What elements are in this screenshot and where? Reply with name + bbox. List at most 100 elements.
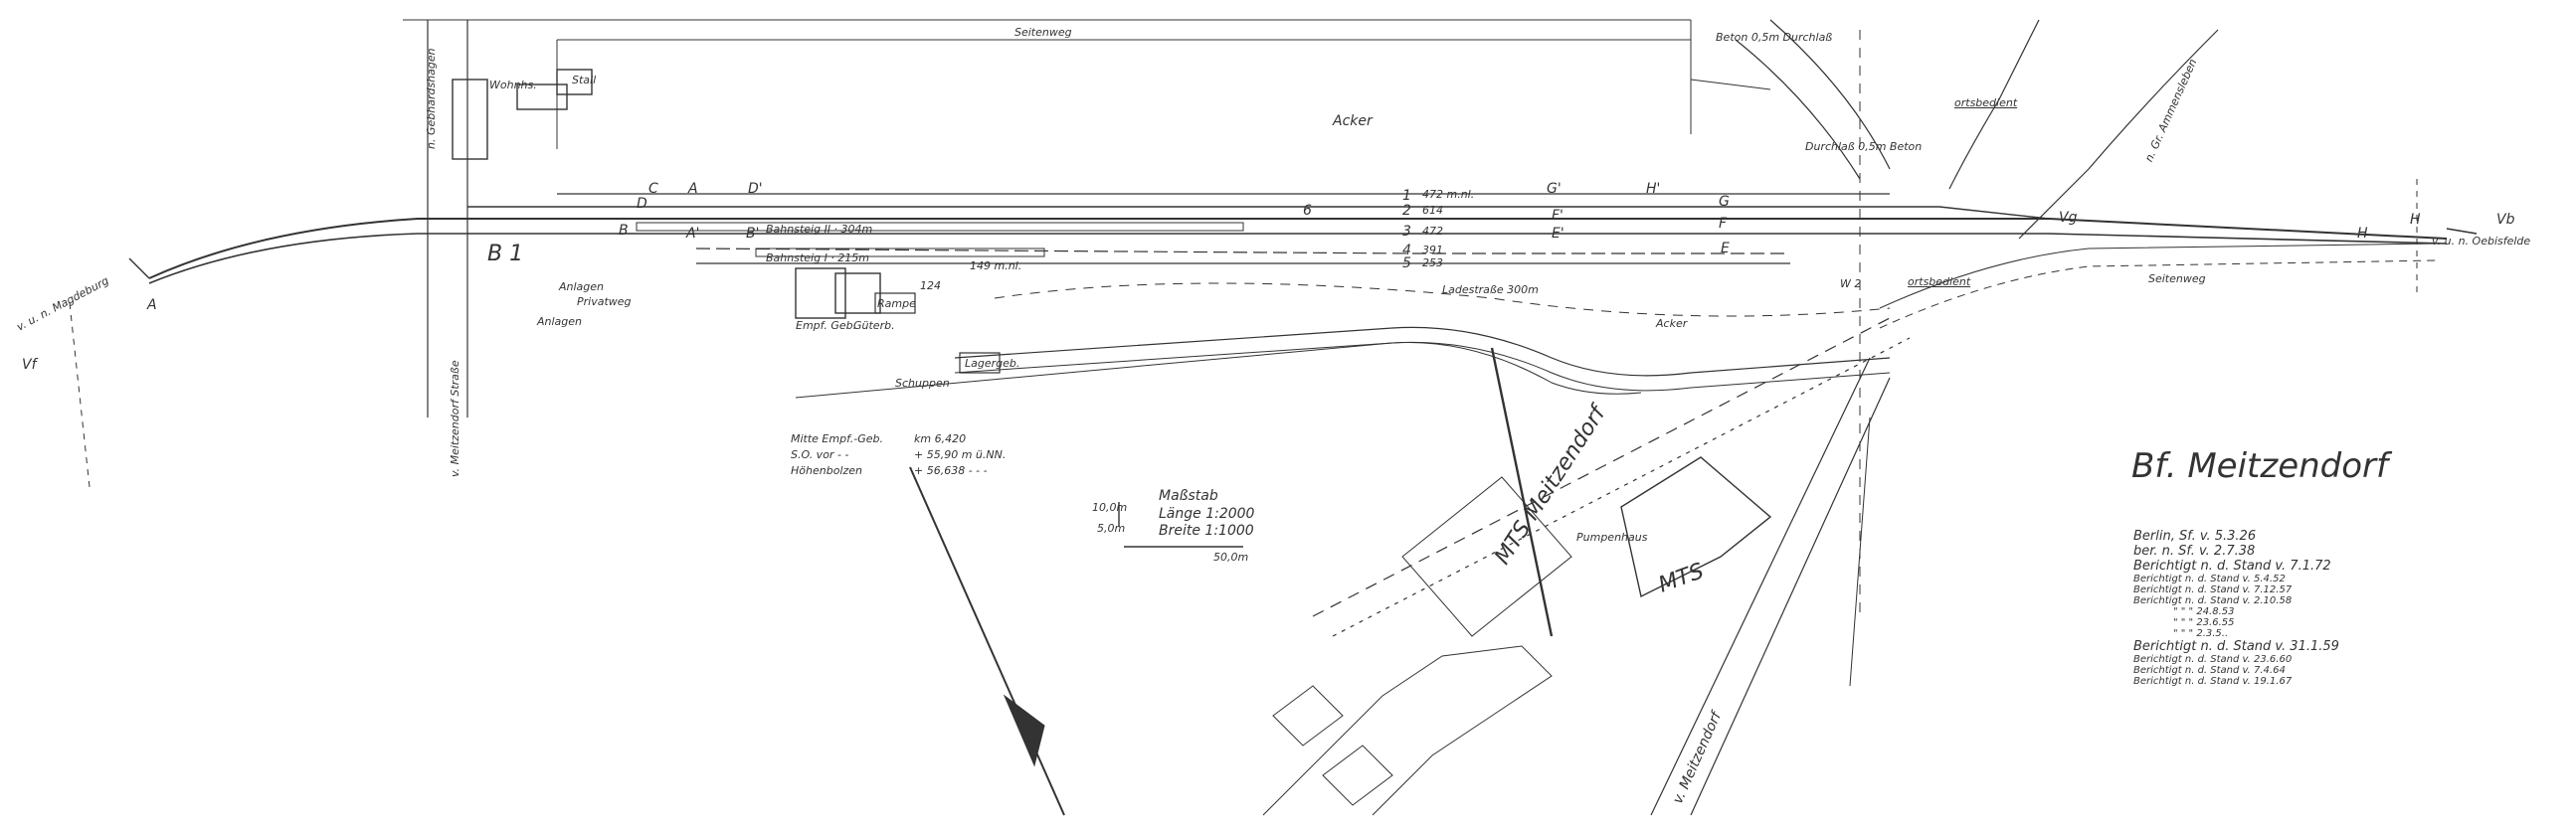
signal-a-left: A [147, 297, 157, 313]
building-wohnhaus-1 [452, 79, 488, 160]
km-row-3-value: + 56,638 - - - [914, 464, 988, 477]
mts-plot-boundary [1401, 476, 1572, 637]
track-letter-h-prime: H' [1646, 181, 1661, 197]
building-lager [959, 352, 1001, 374]
left-dashed-line [69, 302, 91, 488]
track-length-4: 391 [1422, 244, 1443, 256]
revision-stamp: Berlin, Sf. v. 5.3.26 ber. n. Sf. v. 2.7… [2133, 529, 2339, 687]
station-title: Bf. Meitzendorf [2131, 446, 2388, 486]
bahnsteig-2-label: Bahnsteig II · 304m [766, 223, 873, 236]
stamp-line-12: Berichtigt n. d. Stand v. 7.4.64 [2133, 665, 2286, 676]
scale-length: Länge 1:2000 [1159, 506, 1255, 522]
building-gueter [834, 272, 881, 314]
mts-track-2 [1332, 337, 1911, 637]
north-arrow-head [1003, 694, 1045, 767]
signal-vf-left: Vf [22, 357, 37, 373]
road-v-meitzendorf [1650, 357, 1891, 816]
ortsbedient-label-2: ortsbedient [1908, 275, 1971, 288]
anlagen-label-1: Anlagen [537, 315, 583, 328]
mts-track-1 [1312, 317, 1891, 617]
track-length-7: 124 [920, 279, 941, 292]
seitenweg-right-2 [1879, 259, 2438, 329]
km-row-2-value: + 55,90 m ü.NN. [914, 448, 1007, 461]
km-row-1: Mitte Empf.-Geb. km 6,420 [791, 432, 1006, 445]
track-letter-b: B [619, 223, 629, 239]
stamp-line-8: " " " 23.6.55 [2173, 617, 2235, 628]
track-letter-f: F [1719, 216, 1728, 232]
loading-road [954, 326, 1891, 377]
stamp-line-1: Berlin, Sf. v. 5.3.26 [2133, 529, 2257, 544]
track-letter-e: E [1721, 241, 1730, 256]
north-arrow-shaft [909, 466, 1065, 816]
beton-durchlass-top-label: Beton 0,5m Durchlaß [1716, 31, 1833, 44]
track-letter-g: G [1719, 194, 1730, 210]
track-letter-e-prime: E' [1552, 226, 1564, 242]
track-letter-d: D [637, 196, 647, 212]
km-row-2: S.O. vor - - + 55,90 m ü.NN. [791, 448, 1006, 461]
track-5 [695, 248, 1790, 254]
distant-signal-left [128, 257, 150, 279]
track-letter-a-prime: A' [686, 226, 700, 242]
track-3 [467, 206, 2050, 220]
pumpenhaus-label: Pumpenhaus [1576, 531, 1648, 544]
stamp-line-6: Berichtigt n. d. Stand v. 2.10.58 [2133, 595, 2293, 606]
stamp-line-7: " " " 24.8.53 [2173, 606, 2235, 617]
building-rampe [874, 292, 916, 314]
schuppen-label: Schuppen [895, 377, 950, 390]
fence-bottom [795, 342, 1642, 399]
signal-vb-right: Vb [2496, 212, 2515, 228]
stamp-line-2: ber. n. Sf. v. 2.7.38 [2133, 544, 2256, 559]
stamp-line-3: Berichtigt n. d. Stand v. 7.1.72 [2133, 559, 2331, 574]
platform-1 [755, 248, 1045, 257]
scale-v10: 10,0m [1092, 501, 1128, 514]
seitenweg-label-right: Seitenweg [2148, 272, 2206, 285]
road-top-left-label: n. Gebhardshagen [425, 48, 438, 149]
durchlass-beton-label: Durchlaß 0,5m Beton [1805, 140, 1923, 153]
ladestrasse-label: Ladestraße 300m [1442, 283, 1539, 296]
mts-buildings-left [1262, 645, 1553, 816]
track-length-3: 472 [1422, 225, 1443, 238]
platform-2 [636, 222, 1244, 232]
gueterschuppen-label: Güterb. [853, 319, 895, 332]
acker-label-mid: Acker [1656, 317, 1688, 330]
track-length-1: 472 m.nl. [1422, 188, 1475, 201]
km-row-1-value: km 6,420 [914, 432, 967, 445]
scale-width: Breite 1:1000 [1159, 523, 1254, 539]
signal-h-right: H [2410, 212, 2421, 228]
scale-title: Maßstab [1159, 488, 1218, 504]
track-length-2: 614 [1422, 204, 1443, 217]
track-letter-c: C [648, 181, 658, 197]
road-gr-ammensleben [1948, 19, 2219, 240]
track-length-5: 253 [1422, 256, 1443, 269]
anlagen-label-2: Anlagen [559, 280, 605, 293]
signal-vg-right: Vg [2059, 210, 2078, 226]
building-wohnhaus-2 [516, 83, 568, 110]
track-number-2: 2 [1402, 203, 1411, 219]
track-length-6: 149 m.nl. [970, 259, 1022, 272]
acker-label-top: Acker [1333, 113, 1373, 129]
loading-road-2 [954, 341, 1891, 392]
signal-b1: B 1 [487, 242, 524, 266]
bahnsteig-1-label: Bahnsteig I · 215m [766, 251, 870, 264]
track-letter-b-prime: B' [746, 226, 760, 242]
stamp-line-9: " " " 2.3.5.. [2173, 628, 2229, 639]
track-number-6: 6 [1303, 203, 1312, 219]
lower-dashed-path [994, 282, 1891, 317]
track-letter-g-prime: G' [1547, 181, 1562, 197]
scale-v5: 5,0m [1097, 522, 1126, 535]
building-stall [556, 69, 593, 95]
stamp-line-11: Berichtigt n. d. Stand v. 23.6.60 [2133, 654, 2293, 665]
main-track-1 [148, 218, 2448, 279]
rampe-label: Rampe [877, 297, 916, 310]
signal-w2: W 2 [1840, 277, 1862, 290]
stamp-line-13: Berichtigt n. d. Stand v. 19.1.67 [2133, 676, 2293, 687]
road-top-right [1735, 19, 1891, 180]
mts-main-line [1490, 347, 1554, 637]
track-number-1: 1 [1402, 188, 1411, 204]
distant-signal-right [2446, 228, 2478, 235]
empf-geb-label: Empf. Geb. [796, 319, 857, 332]
track-letter-h: H [2357, 226, 2368, 242]
direction-right-label: v. u. n. Oebisfelde [2432, 235, 2531, 248]
km-row-3-label: Höhenbolzen [791, 464, 862, 477]
km-row-3: Höhenbolzen + 56,638 - - - [791, 464, 1006, 477]
